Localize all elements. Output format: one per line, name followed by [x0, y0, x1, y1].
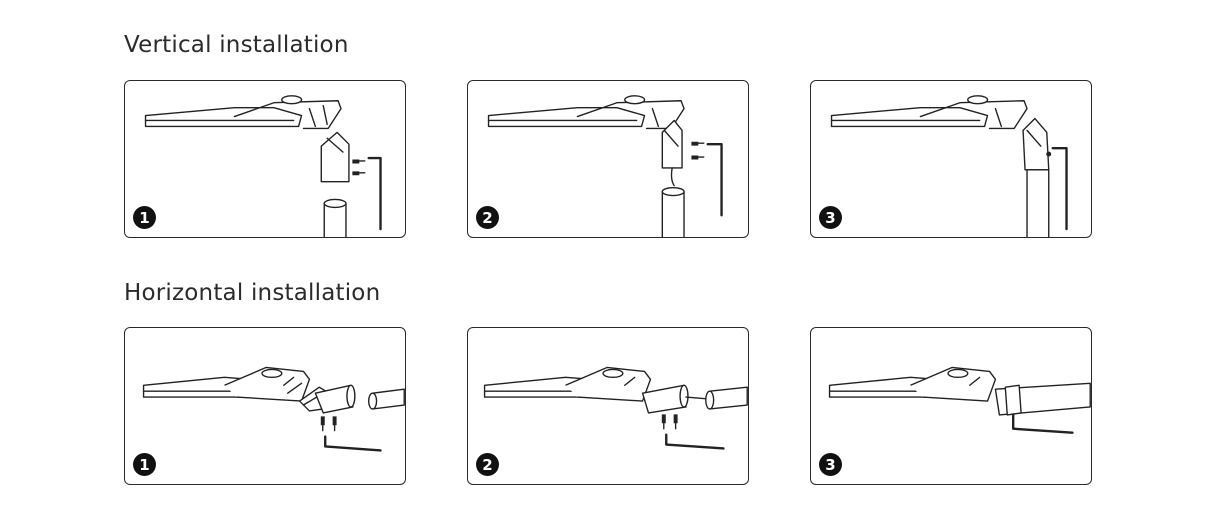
vertical-step-2-illustration [487, 95, 723, 237]
vertical-step-1-panel: 1 [124, 80, 406, 238]
vertical-step-2-panel: 2 [467, 80, 749, 238]
step-number-badge: 3 [819, 206, 842, 229]
step-number-badge: 2 [476, 206, 499, 229]
horizontal-step-3-illustration [828, 366, 1091, 434]
horizontal-step-3-panel: 3 [810, 327, 1092, 485]
horizontal-step-1-panel: 1 [124, 327, 406, 485]
step-number-badge: 1 [133, 206, 156, 229]
vertical-step-3-panel: 3 [810, 80, 1092, 238]
step-number-badge: 2 [476, 453, 499, 476]
step-number-badge: 1 [133, 453, 156, 476]
horizontal-installation-title: Horizontal installation [124, 280, 381, 306]
vertical-step-1-illustration [144, 95, 382, 237]
horizontal-step-2-illustration [483, 366, 748, 450]
vertical-step-3-illustration [830, 95, 1068, 237]
vertical-installation-title: Vertical installation [124, 32, 349, 58]
horizontal-step-1-illustration [142, 366, 405, 452]
horizontal-step-2-panel: 2 [467, 327, 749, 485]
step-number-badge: 3 [819, 453, 842, 476]
